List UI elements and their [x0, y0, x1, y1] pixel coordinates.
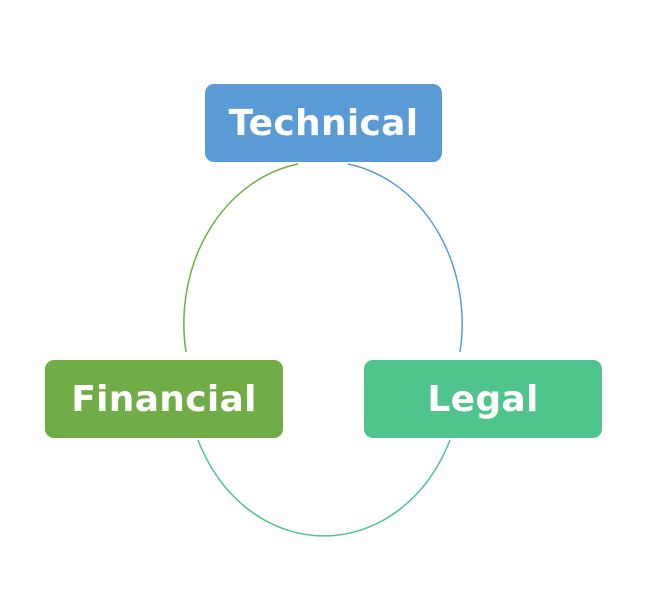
- financial-box: Financial: [45, 360, 283, 438]
- arc-technical-to-legal: [347, 163, 463, 353]
- technical-label: Technical: [228, 102, 419, 144]
- legal-box: Legal: [364, 360, 602, 438]
- technical-box: Technical: [205, 84, 442, 162]
- arc-financial-to-technical: [183, 163, 299, 353]
- arc-legal-to-financial: [197, 439, 451, 537]
- financial-label: Financial: [71, 378, 257, 420]
- legal-label: Legal: [427, 378, 539, 420]
